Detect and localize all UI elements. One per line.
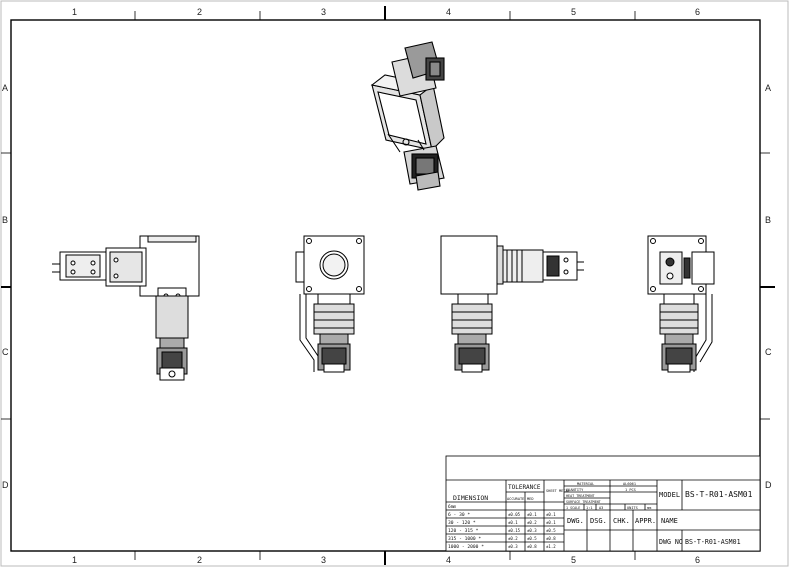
zone-col-bottom-1: 1 bbox=[72, 555, 78, 565]
side-view-right bbox=[440, 235, 584, 373]
surface-label: SURFACE TREATMENT bbox=[566, 500, 601, 504]
tol-row-1-c: ±0.1 bbox=[546, 520, 556, 525]
tol-row-3-a: ±0.2 bbox=[508, 536, 518, 541]
tol-row-0-range: 6 - 30 * bbox=[448, 512, 470, 518]
zone-col-top-6: 6 bbox=[695, 7, 701, 17]
dsg-label: DSG. bbox=[590, 517, 607, 525]
tol-row-2-a: ±0.15 bbox=[508, 528, 521, 533]
size-value: A3 bbox=[599, 506, 603, 510]
tol-row-1-b: ±0.2 bbox=[527, 520, 537, 525]
tol-row-2-c: ±0.5 bbox=[546, 528, 556, 533]
zone-col-top-1: 1 bbox=[72, 7, 78, 17]
zone-row-right-b: B bbox=[765, 215, 772, 225]
zone-row-right-a: A bbox=[765, 83, 772, 93]
title-block-text: TOLERANCE DIMENSION ACCURATE MED SHEET M… bbox=[448, 482, 753, 550]
zone-row-left-a: A bbox=[2, 83, 9, 93]
side-view-left bbox=[295, 235, 365, 373]
dwg-no-value: BS-T-R01-ASM01 bbox=[685, 538, 741, 546]
name-label: NAME bbox=[661, 517, 678, 525]
model-value: BS-T-R01-ASM01 bbox=[685, 490, 753, 499]
zone-row-left-b: B bbox=[2, 215, 9, 225]
isometric-view bbox=[370, 41, 445, 191]
zone-row-left-c: C bbox=[2, 347, 9, 357]
zone-col-top-3: 3 bbox=[321, 7, 327, 17]
front-view bbox=[52, 235, 200, 381]
tol-row-3-range: 315 - 1000 * bbox=[448, 536, 481, 542]
col-accurate: ACCURATE bbox=[507, 497, 524, 501]
zone-col-bottom-4: 4 bbox=[446, 555, 452, 565]
zone-col-bottom-5: 5 bbox=[571, 555, 577, 565]
qty-value: 1 PCS bbox=[625, 488, 636, 492]
tol-row-3-c: ±0.8 bbox=[546, 536, 556, 541]
tol-row-0-a: ±0.05 bbox=[508, 512, 521, 517]
zone-col-bottom-3: 3 bbox=[321, 555, 327, 565]
title-block bbox=[445, 455, 761, 552]
heat-label: HEAT TREATMENT bbox=[566, 494, 595, 498]
zone-row-right-c: C bbox=[765, 347, 772, 357]
tol-row-0-c: ±0.1 bbox=[546, 512, 556, 517]
back-view bbox=[647, 235, 715, 373]
tol-row-4-c: ±1.2 bbox=[546, 544, 556, 549]
tol-row-4-a: ±0.3 bbox=[508, 544, 518, 549]
tolerance-header: TOLERANCE bbox=[508, 484, 541, 491]
zone-row-right-d: D bbox=[765, 480, 772, 490]
tol-row-4-range: 1000 - 2000 * bbox=[448, 544, 484, 550]
col-sheet: SHEET METAL bbox=[546, 489, 570, 493]
dimension-header: DIMENSION bbox=[453, 494, 488, 502]
zone-col-bottom-2: 2 bbox=[197, 555, 203, 565]
unit-label: 6mm bbox=[448, 504, 456, 510]
view-symbol: 1:1 bbox=[586, 506, 593, 510]
scale-label: 1 SCALE bbox=[566, 506, 580, 510]
dwg-label: DWG. bbox=[567, 517, 584, 525]
zone-ticks bbox=[1, 6, 775, 565]
tol-row-3-b: ±0.5 bbox=[527, 536, 537, 541]
units-label: UNITS bbox=[627, 506, 638, 510]
tol-row-4-b: ±0.8 bbox=[527, 544, 537, 549]
appr-label: APPR. bbox=[635, 517, 656, 525]
tol-row-1-range: 30 - 120 * bbox=[448, 520, 476, 526]
material-label: MATERIAL bbox=[577, 482, 594, 486]
zone-col-bottom-6: 6 bbox=[695, 555, 701, 565]
chk-label: CHK. bbox=[613, 517, 630, 525]
zone-row-left-d: D bbox=[2, 480, 9, 490]
qty-label: QUANTITY bbox=[566, 488, 584, 492]
tol-row-2-range: 120 - 315 * bbox=[448, 528, 479, 534]
model-label: MODEL bbox=[659, 491, 680, 499]
material-value: AL6061 bbox=[623, 482, 636, 486]
col-med: MED bbox=[527, 497, 534, 501]
tol-row-1-a: ±0.1 bbox=[508, 520, 518, 525]
tol-row-0-b: ±0.1 bbox=[527, 512, 537, 517]
dwg-no-label: DWG NO bbox=[659, 538, 683, 546]
tol-row-2-b: ±0.3 bbox=[527, 528, 537, 533]
zone-col-top-4: 4 bbox=[446, 7, 452, 17]
units-value: mm bbox=[647, 506, 651, 510]
zone-col-top-2: 2 bbox=[197, 7, 203, 17]
zone-col-top-5: 5 bbox=[571, 7, 577, 17]
